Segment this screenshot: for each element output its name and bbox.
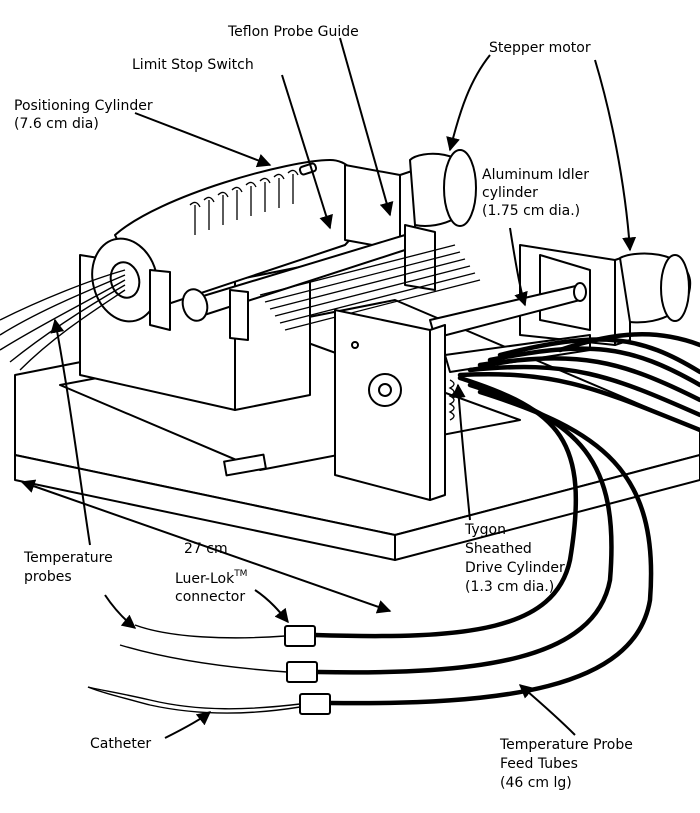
label-catheter: Catheter (90, 736, 151, 752)
label-teflon-probe-guide: Teflon Probe Guide (227, 24, 359, 40)
label-length: 27 cm (184, 541, 228, 557)
feed-tubes-long (312, 375, 654, 706)
label-positioning-cylinder: Positioning Cylinder (14, 98, 153, 114)
feed-tubes-right (457, 332, 700, 433)
label-luer-lok: Luer-LokTM (175, 569, 247, 587)
text-labels: Teflon Probe Guide Limit Stop Switch Ste… (14, 24, 633, 791)
label-sheathed: Sheathed (465, 541, 532, 557)
temp-probe-wires (119, 624, 288, 673)
catheter-line (87, 686, 301, 714)
label-feed-tubes-2: Feed Tubes (500, 756, 578, 772)
label-aluminum-dia: (1.75 cm dia.) (482, 203, 580, 219)
label-aluminum-idler: Aluminum Idler (482, 167, 589, 183)
leader-arrows (50, 37, 637, 739)
label-limit-stop-switch: Limit Stop Switch (132, 57, 254, 73)
left-probe-wires (0, 269, 126, 371)
label-connector: connector (175, 589, 245, 605)
label-probes: probes (24, 569, 72, 585)
label-tygon: Tygon (464, 522, 506, 538)
label-drive-cylinder-dia: (1.3 cm dia.) (465, 579, 554, 595)
right-motor (519, 244, 692, 346)
label-positioning-cylinder-dia: (7.6 cm dia) (14, 116, 99, 132)
label-aluminum-cylinder: cylinder (482, 185, 538, 201)
front-panel (334, 309, 446, 501)
back-shaft (344, 149, 477, 251)
label-feed-tubes-3: (46 cm lg) (500, 775, 572, 791)
label-feed-tubes-1: Temperature Probe (499, 737, 633, 753)
label-temperature: Temperature (23, 550, 113, 566)
label-stepper-motor: Stepper motor (489, 40, 591, 56)
label-drive-cylinder: Drive Cylinder (465, 560, 565, 576)
uprights-left (149, 269, 249, 341)
guide-rods (259, 244, 481, 331)
